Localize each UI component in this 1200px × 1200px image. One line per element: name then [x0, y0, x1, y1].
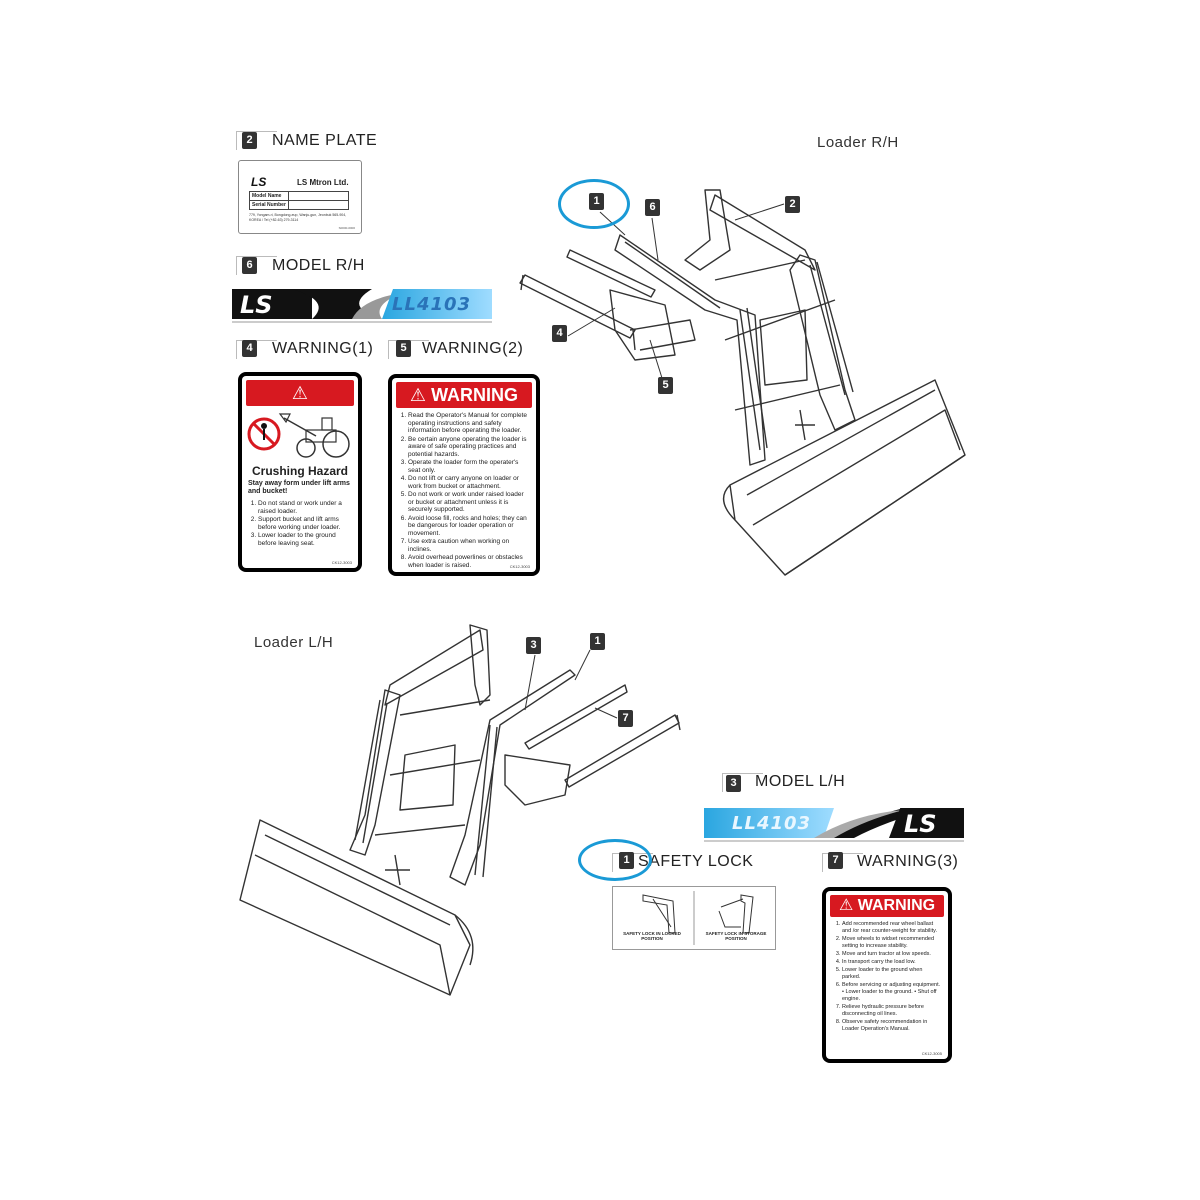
ls-logo: LS — [904, 810, 937, 838]
loader-rh-title: Loader R/H — [817, 134, 899, 151]
callout-badge: 1 — [590, 633, 605, 650]
name-plate-table: Model Name Serial Number — [249, 191, 349, 210]
model-number: LL4103 — [392, 294, 472, 315]
list-item: Read the Operator's Manual for complete … — [408, 412, 530, 435]
part-code: S0000-0000 — [338, 226, 355, 230]
model-name-label: Model Name — [249, 191, 289, 201]
part-code: CK12-3005 — [921, 1051, 942, 1056]
lh-leader-lines — [524, 649, 618, 719]
callout-badge: 4 — [242, 340, 257, 357]
callout-badge: 4 — [552, 325, 567, 342]
callout-badge: 2 — [242, 132, 257, 149]
callout-badge: 3 — [726, 775, 741, 792]
part-code: CK12-3003 — [331, 560, 352, 565]
warning-header: ⚠ WARNING — [246, 380, 354, 429]
list-item: Add recommended rear wheel ballast and /… — [842, 921, 942, 935]
list-item: In transport carry the load low. — [842, 959, 942, 966]
list-item: Do not work or work under raised loader … — [408, 491, 530, 514]
hazard-title: Crushing Hazard — [251, 464, 348, 478]
list-item: Move wheels to widset recommended settin… — [842, 936, 942, 950]
storage-position-caption: SAFETY LOCK IN STORAGE POSITION — [705, 931, 767, 941]
list-item: Use extra caution when working on inclin… — [408, 538, 530, 553]
list-item: Avoid overhead powerlines or obstacles w… — [408, 554, 530, 569]
warning-header: ⚠ WARNING — [396, 382, 532, 408]
ls-logo: LS — [251, 175, 267, 189]
name-plate-decal: LS LS Mtron Ltd. Model Name Serial Numbe… — [238, 160, 362, 234]
highlight-circle-rh-1 — [558, 179, 630, 229]
list-item: Move and turn tractor at low speeds. — [842, 951, 942, 958]
model-rh-decal: LS LL4103 — [232, 289, 492, 323]
list-item: Lower loader to the ground when parked. — [842, 967, 942, 981]
list-item: Observe safety recommendation in Loader … — [842, 1019, 942, 1033]
list-item: Relieve hydraulic pressure before discon… — [842, 1004, 942, 1018]
list-item: Do not lift or carry anyone on loader or… — [408, 475, 530, 490]
section-title-name-plate: NAME PLATE — [272, 132, 378, 149]
list-item: Before servicing or adjusting equipment.… — [842, 982, 942, 1003]
company-address: 779, Yongam-ri, Bongdong-eup, Wanju-gun,… — [249, 213, 347, 222]
name-plate-bracket — [236, 131, 277, 150]
warning2-decal: ⚠ WARNING Read the Operator's Manual for… — [388, 374, 540, 576]
callout-badge: 6 — [645, 199, 660, 216]
warning1-decal: ⚠ WARNING Crushing Hazard Stay away form… — [238, 372, 362, 572]
crushing-hazard-pictogram — [247, 413, 350, 458]
hazard-intro: Stay away form under lift arms and bucke… — [248, 480, 350, 495]
loader-rh-drawing — [519, 189, 966, 576]
safety-lock-pictogram — [642, 891, 754, 945]
warning3-decal: ⚠ WARNING Add recommended rear wheel bal… — [822, 887, 952, 1063]
list-item: Operate the loader form the operater's s… — [408, 459, 530, 474]
section-title-model-rh: MODEL R/H — [272, 257, 365, 274]
warning-header: ⚠ WARNING — [830, 895, 944, 917]
callout-badge: 3 — [526, 637, 541, 654]
model-rh-bracket — [236, 256, 277, 275]
section-title-model-lh: MODEL L/H — [755, 773, 846, 790]
swoosh-graphic — [292, 289, 402, 319]
locked-position-caption: SAFETY LOCK IN LOCKED POSITION — [623, 931, 681, 941]
serial-number-label: Serial Number — [249, 200, 289, 210]
list-item: Be certain anyone operating the loader i… — [408, 436, 530, 459]
safety-lock-decal: SAFETY LOCK IN LOCKED POSITION SAFETY LO… — [612, 886, 776, 950]
company-name: LS Mtron Ltd. — [297, 178, 349, 187]
loader-lh-title: Loader L/H — [254, 634, 334, 651]
section-title-safety-lock: SAFETY LOCK — [638, 853, 754, 870]
section-title-warning3: WARNING(3) — [857, 853, 959, 870]
callout-badge: 5 — [658, 377, 673, 394]
list-item: Support bucket and lift arms before work… — [258, 516, 352, 531]
callout-badge: 2 — [785, 196, 800, 213]
highlight-circle-safety-lock — [578, 839, 652, 881]
list-item: Do not stand or work under a raised load… — [258, 500, 352, 515]
model-number: LL4103 — [732, 813, 812, 834]
section-title-warning2: WARNING(2) — [422, 340, 524, 357]
warning1-list: Do not stand or work under a raised load… — [242, 500, 358, 547]
loader-lh-drawing — [239, 624, 681, 996]
callout-badge: 7 — [618, 710, 633, 727]
model-lh-decal: LL4103 LS — [704, 808, 964, 842]
list-item: Avoid loose fill, rocks and holes; they … — [408, 515, 530, 538]
list-item: Lower loader to the ground before leavin… — [258, 532, 352, 547]
section-title-warning1: WARNING(1) — [272, 340, 374, 357]
callout-badge: 7 — [828, 852, 843, 869]
model-lh-bracket — [722, 773, 763, 792]
warning2-list: Read the Operator's Manual for complete … — [392, 412, 536, 569]
part-code: CK12-3003 — [509, 564, 530, 569]
ls-logo: LS — [240, 291, 273, 319]
warning3-list: Add recommended rear wheel ballast and /… — [826, 921, 948, 1033]
callout-badge: 6 — [242, 257, 257, 274]
callout-badge: 5 — [396, 340, 411, 357]
